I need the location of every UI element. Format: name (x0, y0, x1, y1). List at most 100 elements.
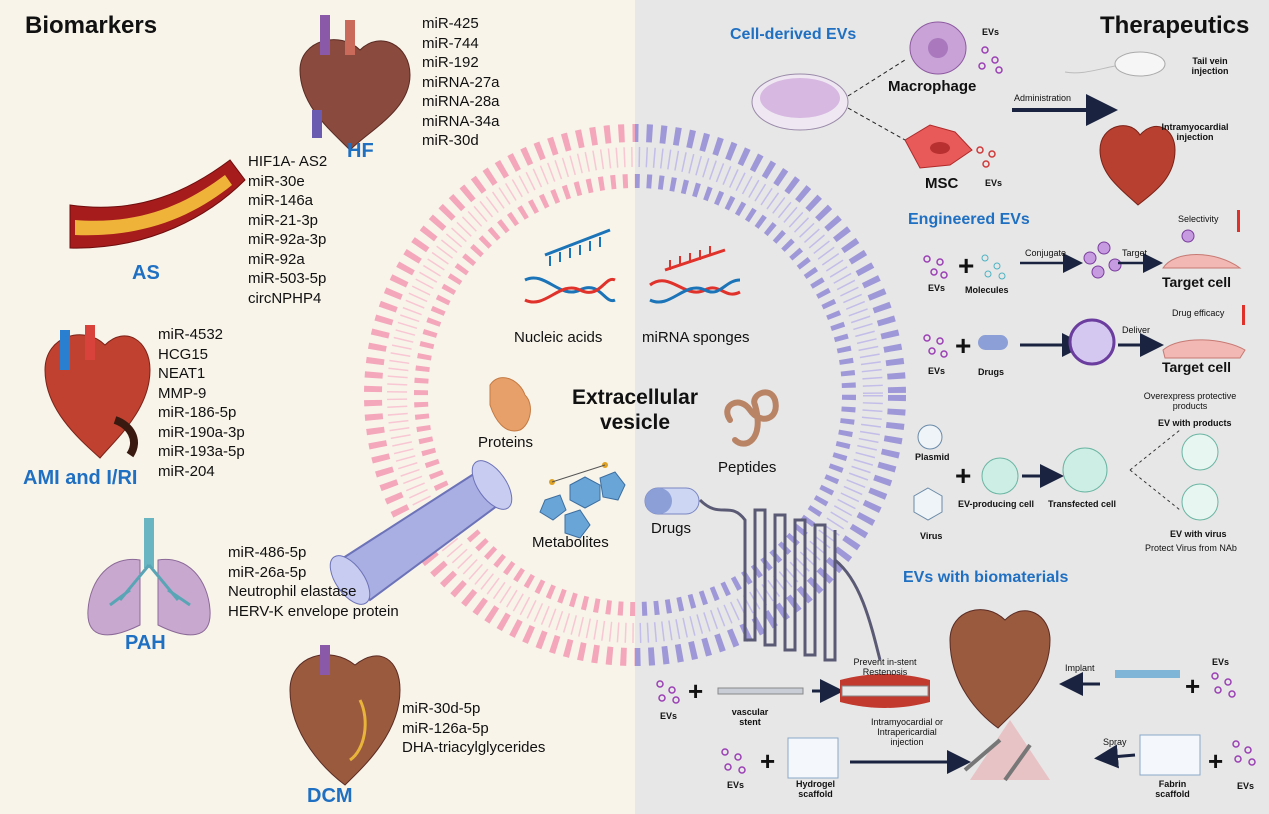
overexpress-line1: Overexpress protective (1143, 391, 1237, 401)
vesicle-title: Extracellular vesicle (560, 385, 710, 435)
protect-virus-label: Protect Virus from NAb (1145, 543, 1237, 553)
metabolite-icon (539, 462, 626, 539)
ev-with-virus-label: EV with virus (1170, 529, 1227, 539)
marker-item: miR-486-5p (228, 544, 307, 561)
marker-item: HERV-K envelope protein (228, 602, 399, 620)
marker-item: miR-425 (422, 15, 479, 32)
fabrin-line2: scaffold (1155, 789, 1190, 799)
evs-label: EVs (928, 366, 946, 376)
tail-vein-line2: injection (1191, 66, 1229, 76)
prevent-restenosis-label: Prevent in-stent Restenosis (845, 657, 925, 677)
cargo-metabolites-label: Metabolites (532, 534, 609, 551)
plasmid-label: Plasmid (915, 452, 950, 462)
marker-item: miR-21-3p (248, 211, 319, 229)
msc-label: MSC (925, 175, 959, 192)
intramyocardial-line1: Intramyocardial (1161, 122, 1229, 132)
molecules-label: Molecules (965, 285, 1009, 295)
target-cell-label: Target cell (1162, 274, 1231, 290)
selectivity-label: Selectivity (1178, 214, 1219, 224)
marker-item: miR-126a-5p (402, 719, 489, 737)
intramyocardial-heart-icon (1099, 125, 1176, 206)
therapeutics-title: Therapeutics (1100, 12, 1250, 39)
vesicle-membrane-purple (635, 124, 906, 666)
mirna-sponge-icon (649, 246, 741, 304)
intrapericardial-line1: Intramyocardial or (870, 717, 944, 727)
biomaterials-illustrations: + + + + (688, 609, 1223, 782)
cargo-drugs-label: Drugs (651, 520, 692, 537)
vesicle-membrane-pink (364, 124, 635, 666)
as-label: AS (132, 262, 160, 284)
marker-item: miR-30e (248, 172, 305, 190)
marker-item: HCG15 (158, 345, 209, 363)
pah-marker-list: miR-486-5p miR-26a-5p Neutrophil elastas… (228, 543, 399, 621)
engineered-row-transfection: + (913, 424, 1219, 521)
capsule-icon (644, 487, 700, 515)
ami-label: AMI and I/RI (23, 467, 138, 489)
hf-heart-icon (299, 15, 411, 151)
msc-icon (904, 124, 973, 169)
prevent-line2: Restenosis (862, 667, 908, 677)
tail-vein-line1: Tail vein (1192, 56, 1228, 66)
svg-text:+: + (955, 330, 971, 361)
marker-item: miR-204 (158, 462, 215, 480)
evs-label: EVs (985, 178, 1003, 188)
administration-label: Administration (1014, 93, 1072, 103)
hf-label: HF (347, 140, 374, 162)
marker-item: MMP-9 (158, 384, 207, 402)
cell-derived-title: Cell-derived EVs (730, 26, 857, 43)
overexpress-line2: products (1172, 401, 1208, 411)
svg-text:+: + (958, 250, 974, 281)
ev-with-products-label: EV with products (1158, 418, 1232, 428)
biomaterials-title: EVs with biomaterials (903, 569, 1069, 586)
vesicle-title-line1: Extracellular (571, 386, 699, 409)
vascular-stent-line2: stent (739, 717, 761, 727)
marker-item: HIF1A- AS2 (248, 153, 328, 170)
marker-item: Neutrophil elastase (228, 583, 357, 600)
evs-label: EVs (727, 780, 745, 790)
vesicle-title-line2: vesicle (599, 411, 671, 434)
artery-plaque-icon (69, 159, 246, 249)
intrapericardial-line2: Intrapericardial (877, 727, 937, 737)
marker-item: miR-30d (422, 132, 479, 149)
conjugate-label: Conjugate (1025, 248, 1067, 258)
dcm-marker-list: miR-30d-5p miR-126a-5p DHA-triacylglycer… (402, 699, 545, 758)
dcm-label: DCM (307, 785, 353, 807)
ev-producing-cell-label: EV-producing cell (958, 499, 1035, 509)
dcm-heart-icon (289, 645, 401, 786)
transfected-cell-label: Transfected cell (1048, 499, 1117, 509)
drug-efficacy-label: Drug efficacy (1172, 308, 1225, 318)
engineered-title: Engineered EVs (908, 211, 1030, 228)
marker-item: miR-190a-3p (158, 423, 245, 441)
ami-heart-icon (44, 325, 151, 459)
cargo-mirna-sponges-label: miRNA sponges (642, 329, 750, 346)
marker-item: miR-146a (248, 192, 314, 209)
macrophage-label: Macrophage (888, 78, 977, 95)
intramyocardial-label: Intramyocardial injection (1150, 122, 1240, 142)
svg-text:+: + (1185, 671, 1200, 701)
evs-label: EVs (660, 711, 678, 721)
protein-icon (489, 377, 531, 432)
implant-label: Implant (1065, 663, 1095, 673)
cargo-nucleic-acids-label: Nucleic acids (514, 329, 603, 346)
biomarkers-title: Biomarkers (25, 12, 158, 39)
svg-text:+: + (1208, 746, 1223, 776)
tail-vein-label: Tail vein injection (1175, 56, 1245, 76)
intrapericardial-label: Intramyocardial or Intrapericardial inje… (862, 717, 952, 747)
marker-item: miR-192 (422, 54, 479, 71)
engineered-row-drugs: + (955, 305, 1246, 366)
target-cell-label: Target cell (1162, 359, 1231, 375)
marker-item: miRNA-27a (422, 73, 500, 91)
hydrogel-scaffold-label: Hydrogel scaffold (788, 779, 843, 799)
marker-item: miR-186-5p (158, 404, 237, 421)
marker-item: miR-4532 (158, 326, 224, 343)
pah-label: PAH (125, 632, 166, 654)
spray-label: Spray (1103, 737, 1127, 747)
deliver-label: Deliver (1122, 325, 1151, 335)
cargo-peptides-label: Peptides (718, 459, 777, 476)
overexpress-label: Overexpress protective products (1130, 391, 1250, 411)
channel-protein-icon (329, 460, 513, 605)
evs-label: EVs (1237, 781, 1255, 791)
peptide-icon (724, 389, 779, 447)
intramyocardial-line2: injection (1176, 132, 1214, 142)
